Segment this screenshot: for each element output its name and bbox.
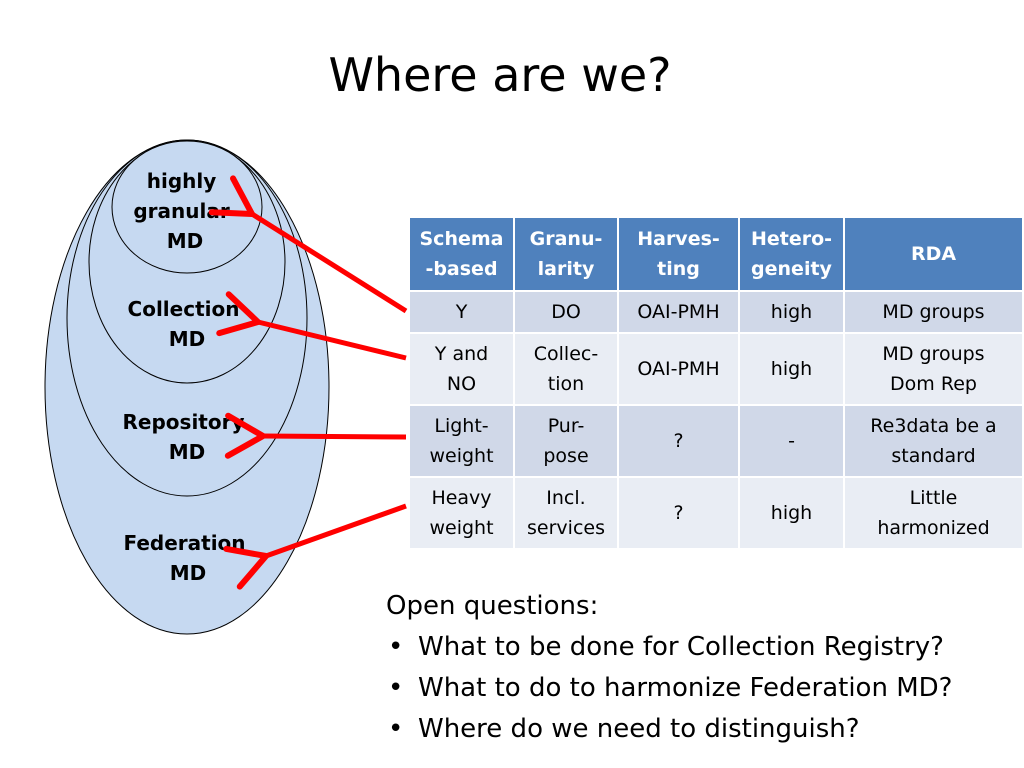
- table-cell: Light-weight: [408, 404, 515, 478]
- federation-label-line: Federation: [123, 531, 245, 555]
- list-item: What to do to harmonize Federation MD?: [386, 668, 952, 709]
- list-item: What to be done for Collection Registry?: [386, 627, 952, 668]
- table-cell: high: [738, 290, 845, 334]
- collection-label-line: Collection: [128, 297, 240, 321]
- header-harvesting: Harves-ting: [617, 216, 740, 292]
- table-cell: high: [738, 332, 845, 406]
- table-cell: Collec-tion: [513, 332, 619, 406]
- granular-circle: [111, 140, 263, 274]
- slide-title: Where are we?: [328, 48, 672, 102]
- open-questions-heading: Open questions:: [386, 591, 599, 621]
- table-cell: -: [738, 404, 845, 478]
- table-cell: Incl.services: [513, 476, 619, 550]
- arrow-to-collection: [216, 291, 407, 361]
- arrow-to-granular: [208, 175, 408, 314]
- table-cell: OAI-PMH: [617, 290, 740, 334]
- table-cell: DO: [513, 290, 619, 334]
- granular-label-line: highly: [147, 169, 217, 193]
- open-questions: Open questions: What to be done for Coll…: [386, 586, 952, 750]
- open-questions-list: What to be done for Collection Registry?…: [386, 627, 952, 750]
- repository-label: Repository MD: [123, 410, 252, 464]
- list-item: Where do we need to distinguish?: [386, 709, 952, 750]
- header-schema-based: Schema-based: [408, 216, 515, 292]
- collection-label-line: MD: [169, 327, 206, 351]
- arrow-to-repository: [224, 412, 407, 459]
- repository-label-line: Repository: [123, 410, 245, 434]
- granular-label-line: MD: [167, 229, 204, 253]
- repository-label-line: MD: [169, 440, 206, 464]
- header-rda: RDA: [843, 216, 1024, 292]
- arrow-to-federation: [223, 503, 407, 590]
- table-cell: ?: [617, 476, 740, 550]
- table-cell: Y: [408, 290, 515, 334]
- federation-label-line: MD: [170, 561, 207, 585]
- metadata-comparison-table: Schema-based Granu-larity Harves-ting He…: [408, 216, 1024, 550]
- table-cell: ?: [617, 404, 740, 478]
- header-heterogeneity: Hetero-geneity: [738, 216, 845, 292]
- table-cell: high: [738, 476, 845, 550]
- table-cell: OAI-PMH: [617, 332, 740, 406]
- table-row: Y DO OAI-PMH high MD groups: [408, 290, 1024, 334]
- header-granularity: Granu-larity: [513, 216, 619, 292]
- granular-label-line: granular: [133, 199, 230, 223]
- table-cell: MD groups: [843, 290, 1024, 334]
- table-cell: Pur-pose: [513, 404, 619, 478]
- table-header-row: Schema-based Granu-larity Harves-ting He…: [408, 216, 1024, 292]
